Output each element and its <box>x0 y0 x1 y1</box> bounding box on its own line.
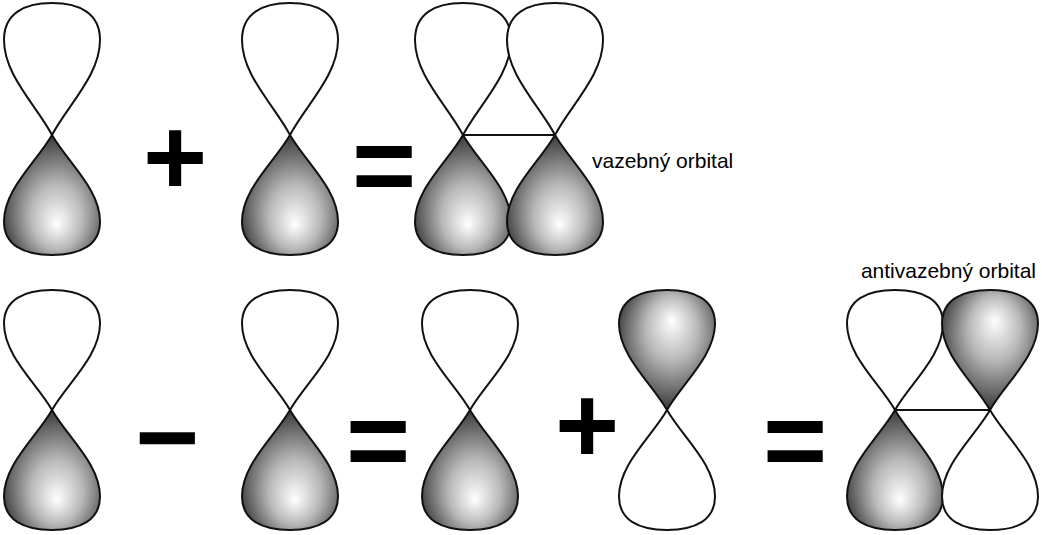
lower-lobe <box>242 135 338 255</box>
upper-lobe <box>242 290 338 410</box>
upper-lobe <box>507 3 603 135</box>
p-orbital <box>4 290 100 530</box>
operator-symbol: + <box>555 370 619 480</box>
lower-lobe <box>4 410 100 530</box>
lower-lobe <box>4 135 100 255</box>
p-orbital <box>619 290 715 530</box>
upper-lobe <box>242 3 338 135</box>
lower-lobe <box>415 135 511 255</box>
p-orbital <box>242 3 338 255</box>
operator-symbol: = <box>352 110 416 220</box>
p-orbital <box>422 290 518 530</box>
lower-lobe <box>422 410 518 530</box>
upper-lobe <box>4 3 100 135</box>
upper-lobe <box>847 290 943 410</box>
node-line <box>463 134 555 136</box>
orbital-label: antivazebný orbital <box>861 260 1036 281</box>
upper-lobe <box>942 290 1038 410</box>
node-line <box>895 409 990 411</box>
upper-lobe <box>422 290 518 410</box>
p-orbital <box>242 290 338 530</box>
lower-lobe <box>619 410 715 530</box>
lower-lobe <box>942 410 1038 530</box>
operator-symbol: = <box>763 385 827 495</box>
p-orbital <box>415 3 511 255</box>
upper-lobe <box>619 290 715 410</box>
operator-symbol: − <box>135 382 199 492</box>
upper-lobe <box>415 3 511 135</box>
lower-lobe <box>507 135 603 255</box>
lower-lobe <box>242 410 338 530</box>
p-orbital <box>507 3 603 255</box>
operator-symbol: + <box>143 102 207 212</box>
lower-lobe <box>847 410 943 530</box>
orbital-label: vazebný orbital <box>592 150 733 171</box>
upper-lobe <box>4 290 100 410</box>
operator-symbol: = <box>346 385 410 495</box>
p-orbital <box>4 3 100 255</box>
